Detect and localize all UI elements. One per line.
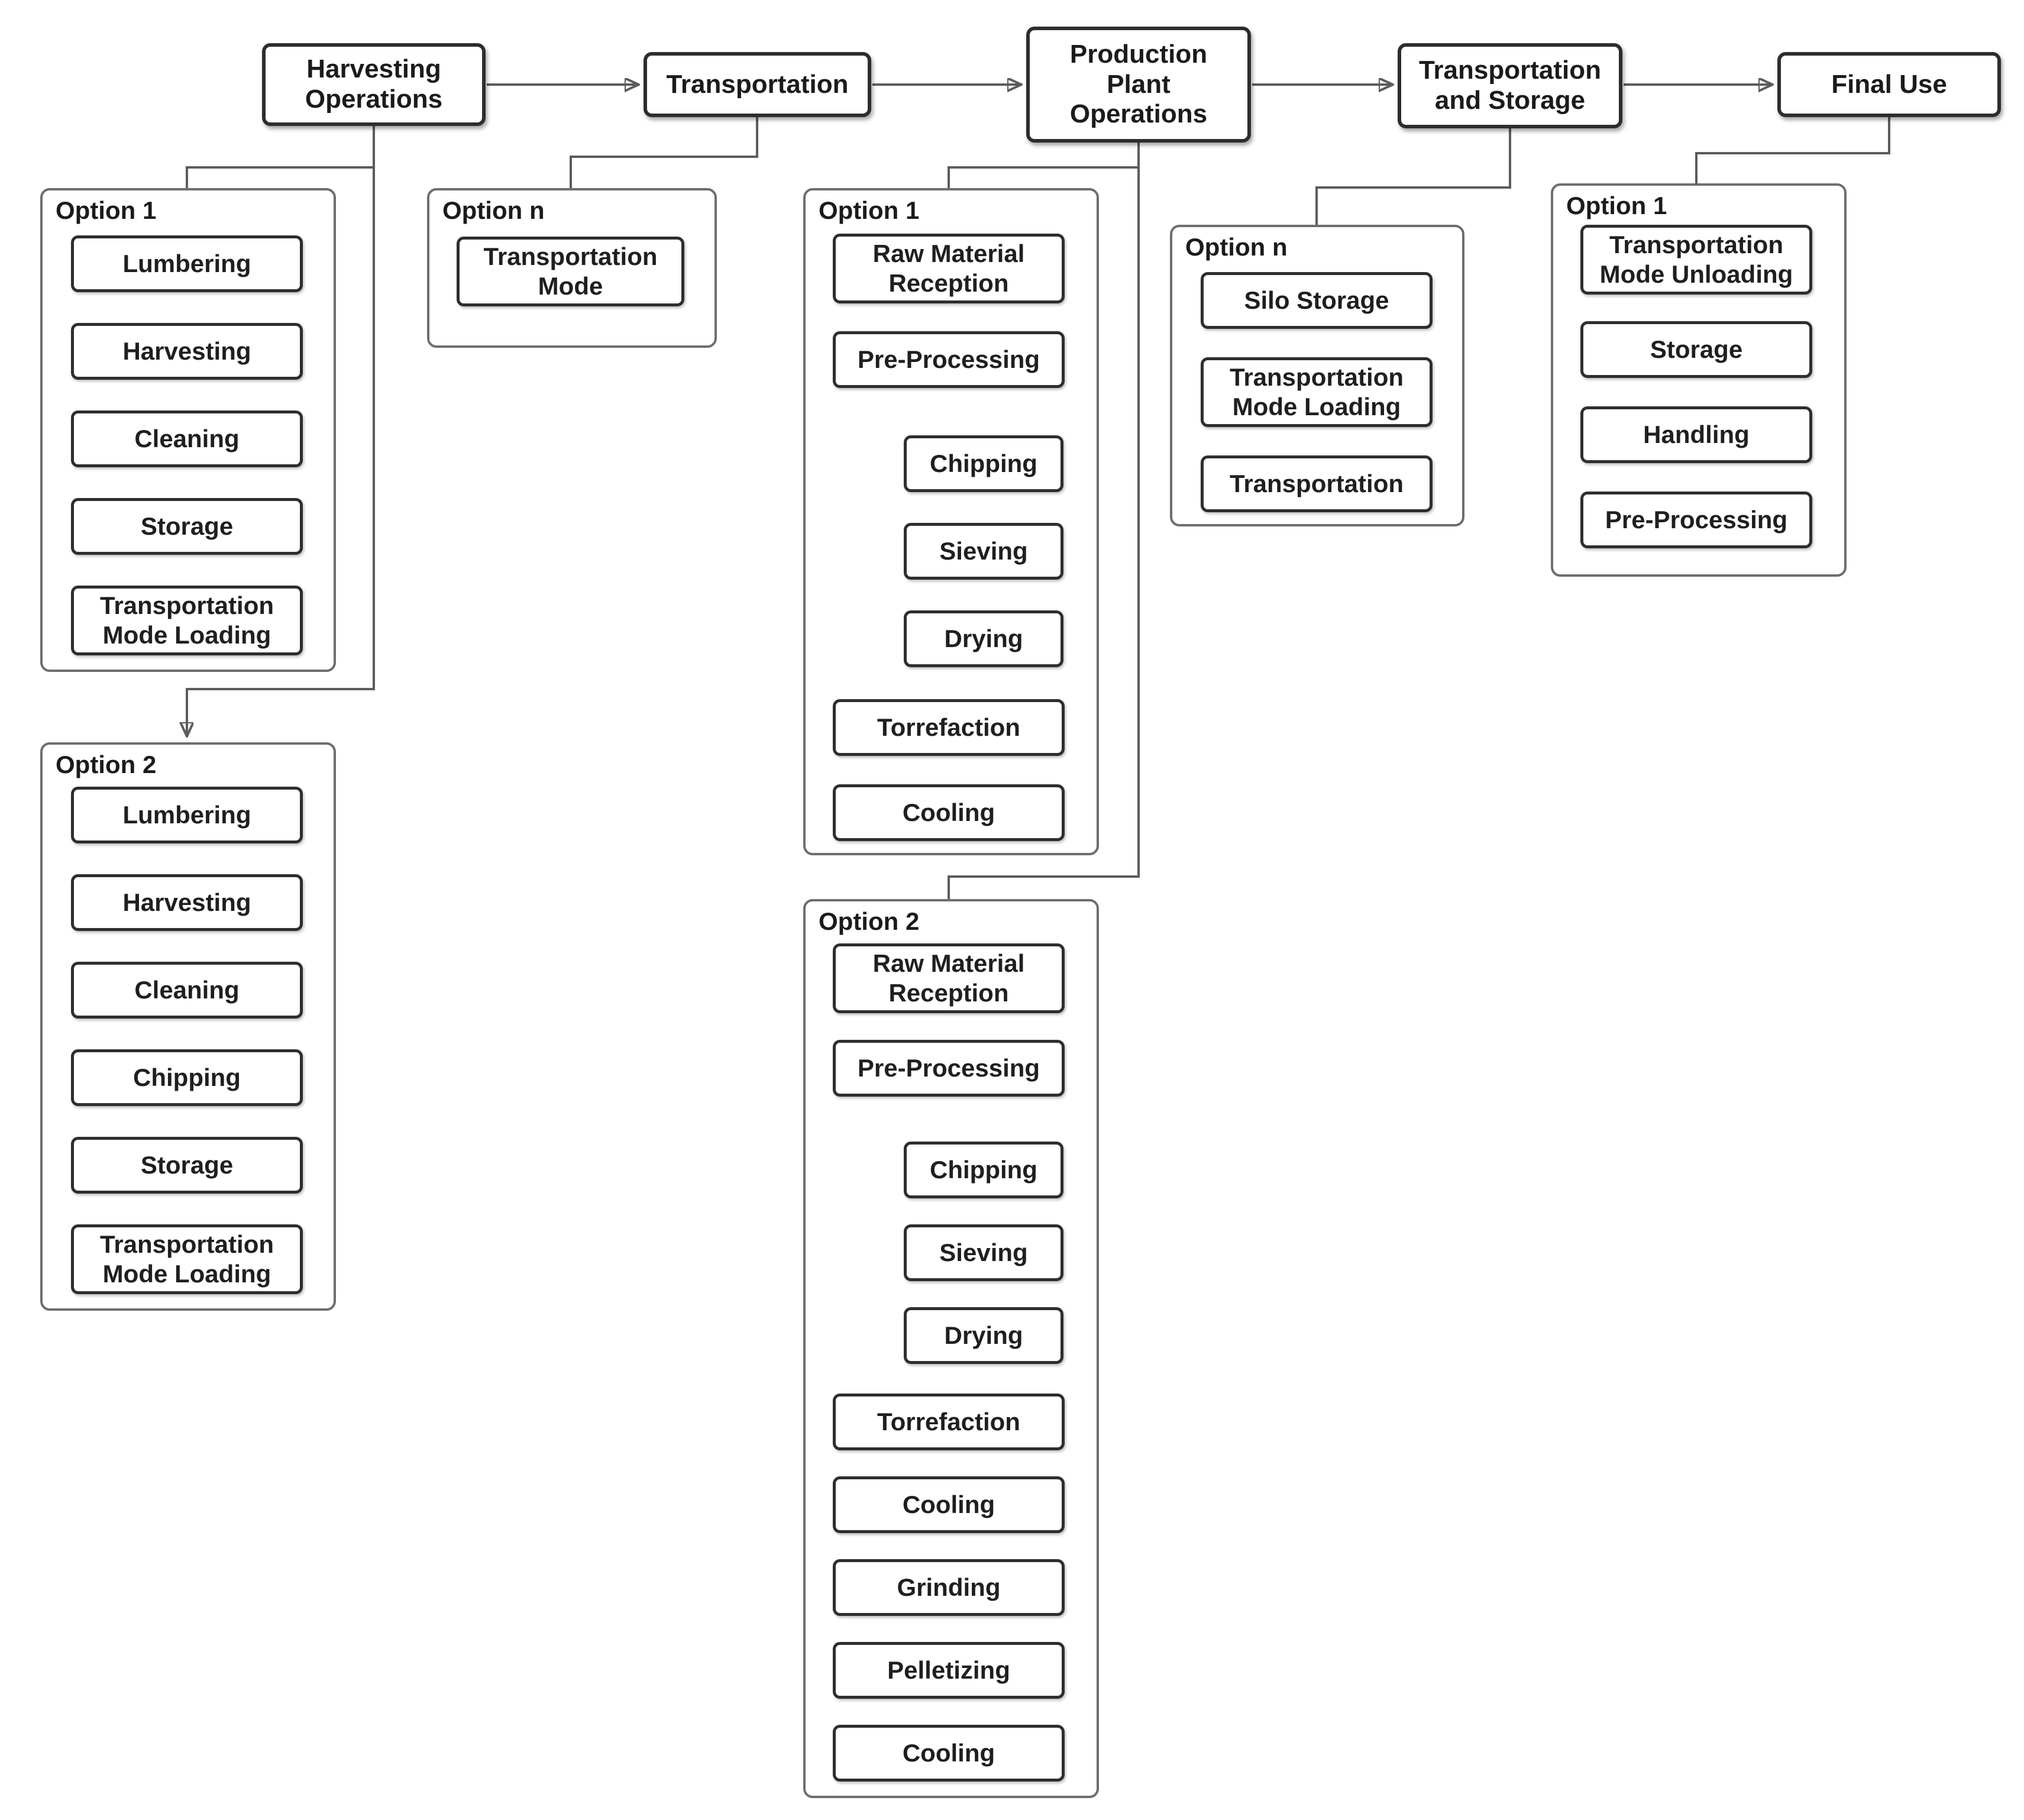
- step-torrefaction: Torrefaction: [833, 1394, 1065, 1450]
- group-final-use-option1: Option 1 Transportation Mode Unloading S…: [1551, 183, 1847, 577]
- step-harvesting: Harvesting: [71, 874, 303, 931]
- step-grinding: Grinding: [833, 1559, 1065, 1616]
- step-harvesting: Harvesting: [71, 323, 303, 380]
- step-transportation: Transportation: [1201, 455, 1433, 512]
- step-lumbering: Lumbering: [71, 787, 303, 843]
- step-pelletizing: Pelletizing: [833, 1642, 1065, 1699]
- node-harvesting-operations: Harvesting Operations: [262, 43, 486, 126]
- step-lumbering: Lumbering: [71, 235, 303, 292]
- step-pre-processing: Pre-Processing: [1580, 492, 1812, 548]
- step-drying: Drying: [904, 1307, 1063, 1364]
- node-production-plant-operations: Production Plant Operations: [1026, 27, 1251, 143]
- step-torrefaction: Torrefaction: [833, 699, 1065, 756]
- step-pre-processing: Pre-Processing: [833, 331, 1065, 388]
- step-cleaning: Cleaning: [71, 410, 303, 467]
- group-harvesting-option1: Option 1 Lumbering Harvesting Cleaning S…: [40, 188, 336, 672]
- step-raw-material-reception: Raw Material Reception: [833, 234, 1065, 303]
- step-sieving: Sieving: [904, 523, 1063, 580]
- step-chipping: Chipping: [904, 1142, 1063, 1198]
- group-label: Option 1: [1566, 192, 1667, 219]
- step-transportation-mode: Transportation Mode: [457, 237, 684, 306]
- group-transportation-option-n: Option n Transportation Mode: [427, 188, 717, 348]
- step-storage: Storage: [71, 1137, 303, 1194]
- step-transportation-mode-loading: Transportation Mode Loading: [71, 1224, 303, 1294]
- group-production-option2: Option 2 Raw Material Reception Pre-Proc…: [803, 899, 1099, 1798]
- step-handling: Handling: [1580, 406, 1812, 463]
- node-transportation-and-storage: Transportation and Storage: [1398, 43, 1622, 128]
- group-label: Option 2: [819, 907, 920, 935]
- step-drying: Drying: [904, 610, 1063, 667]
- step-chipping: Chipping: [904, 435, 1063, 492]
- node-final-use: Final Use: [1777, 52, 2001, 117]
- group-label: Option 2: [56, 751, 157, 778]
- group-production-option1: Option 1 Raw Material Reception Pre-Proc…: [803, 188, 1099, 855]
- step-raw-material-reception: Raw Material Reception: [833, 943, 1065, 1013]
- group-label: Option n: [442, 196, 545, 224]
- step-pre-processing: Pre-Processing: [833, 1040, 1065, 1097]
- group-storage-option-n: Option n Silo Storage Transportation Mod…: [1170, 225, 1464, 526]
- step-cooling: Cooling: [833, 1725, 1065, 1782]
- node-transportation: Transportation: [644, 52, 871, 117]
- step-transportation-mode-loading: Transportation Mode Loading: [71, 586, 303, 655]
- group-harvesting-option2: Option 2 Lumbering Harvesting Cleaning C…: [40, 742, 336, 1311]
- step-transportation-mode-unloading: Transportation Mode Unloading: [1580, 225, 1812, 295]
- step-storage: Storage: [1580, 321, 1812, 378]
- step-storage: Storage: [71, 498, 303, 555]
- step-cooling: Cooling: [833, 784, 1065, 841]
- group-label: Option 1: [56, 196, 157, 224]
- step-silo-storage: Silo Storage: [1201, 272, 1433, 329]
- step-transportation-mode-loading: Transportation Mode Loading: [1201, 357, 1433, 427]
- group-label: Option n: [1185, 233, 1288, 261]
- step-chipping: Chipping: [71, 1049, 303, 1106]
- step-cooling: Cooling: [833, 1476, 1065, 1533]
- step-sieving: Sieving: [904, 1224, 1063, 1281]
- step-cleaning: Cleaning: [71, 962, 303, 1019]
- group-label: Option 1: [819, 196, 920, 224]
